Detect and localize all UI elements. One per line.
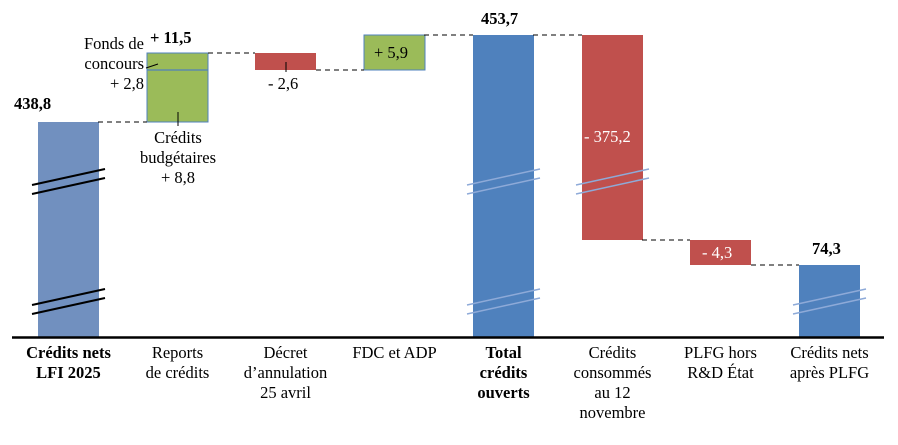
category-label-line: novembre: [579, 403, 646, 422]
break-consommes-b: [575, 177, 650, 195]
break-lfi-upper-b: [31, 177, 106, 195]
category-label-line: crédits: [479, 363, 528, 382]
category-label-line: d’annulation: [243, 363, 328, 382]
category-label-line: R&D État: [687, 363, 754, 382]
bar-5: [582, 35, 643, 240]
category-label-line: FDC et ADP: [352, 343, 437, 362]
category-label-line: après PLFG: [789, 363, 870, 382]
category-label-line: Total: [485, 343, 522, 362]
fonds-de-concours-label: Fonds de concours + 2,8: [83, 34, 144, 93]
category-label-line: Crédits: [588, 343, 637, 362]
credits-budgetaires-label: Crédits budgétaires + 8,8: [139, 128, 217, 187]
category-label-line: Crédits nets: [790, 343, 869, 362]
data-label-fdc: + 5,9: [374, 43, 409, 62]
category-label-line: PLFG hors: [684, 343, 757, 362]
category-label-line: Crédits nets: [26, 343, 111, 362]
bar-2: [255, 53, 316, 70]
category-label-3: FDC et ADP: [335, 343, 455, 363]
category-label-line: 25 avril: [260, 383, 311, 402]
data-label-decret: - 2,6: [268, 74, 299, 93]
data-label-final: 74,3: [812, 239, 841, 258]
category-label-line: Reports: [151, 343, 204, 362]
category-label-line: LFI 2025: [36, 363, 101, 382]
data-label-reports: + 11,5: [150, 28, 192, 47]
break-final-b: [792, 297, 867, 315]
category-label-line: au 12: [594, 383, 631, 402]
data-label-total: 453,7: [481, 9, 519, 28]
data-label-lfi: 438,8: [14, 94, 52, 113]
category-label-line: Décret: [263, 343, 308, 362]
data-label-plfg: - 4,3: [702, 243, 733, 262]
break-consommes-a: [575, 168, 650, 186]
bar-6: [690, 240, 751, 265]
category-label-line: de crédits: [145, 363, 210, 382]
break-lfi-upper-a: [31, 168, 106, 186]
bar-3: [363, 34, 426, 71]
category-label-line: consommés: [573, 363, 652, 382]
break-total-lower-a: [466, 288, 541, 306]
break-total-upper-b: [466, 177, 541, 195]
data-label-consommes: - 375,2: [584, 127, 631, 146]
category-label-line: ouverts: [477, 383, 530, 402]
bar-0: [38, 122, 99, 337]
fonds-leader-line: [145, 63, 159, 69]
break-total-lower-b: [466, 297, 541, 315]
break-lfi-lower-b: [31, 297, 106, 315]
bar-1: [146, 52, 209, 123]
break-total-upper-a: [466, 168, 541, 186]
break-final-a: [792, 288, 867, 306]
break-lfi-lower-a: [31, 288, 106, 306]
